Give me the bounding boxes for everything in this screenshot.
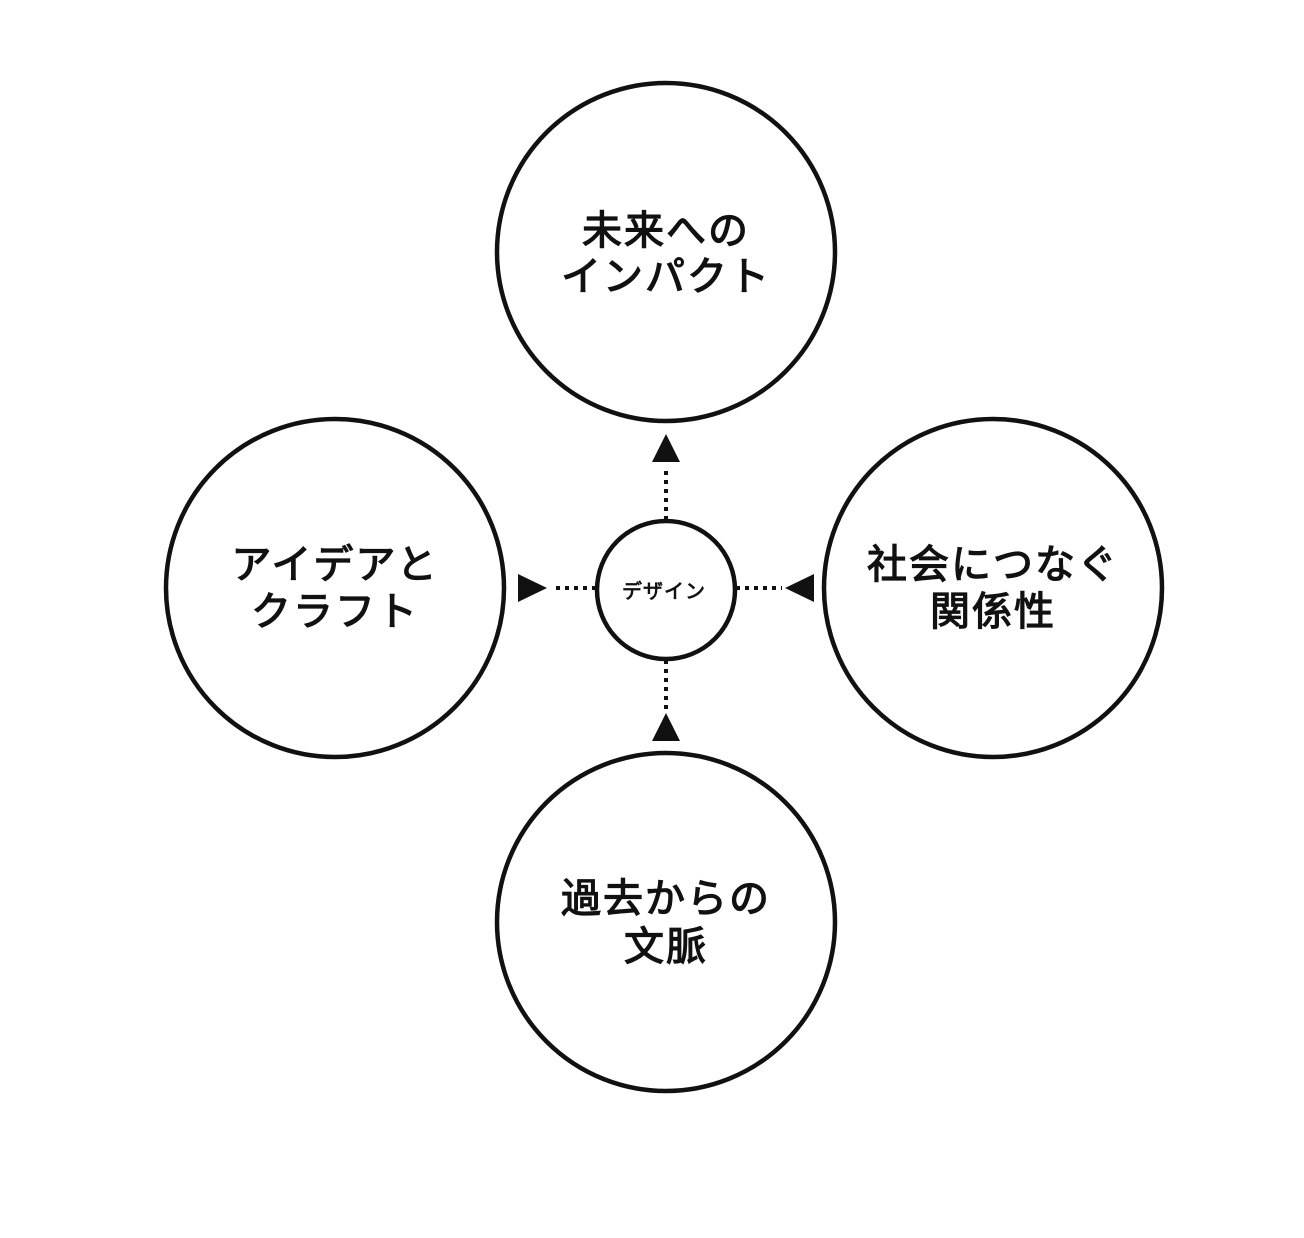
node-social-relations-line2: 関係性 (930, 589, 1056, 635)
node-future-impact-circle (494, 80, 838, 424)
node-past-context-circle (494, 750, 838, 1094)
node-idea-craft-circle (163, 416, 507, 760)
center-node-circle (594, 518, 738, 662)
node-past-context-line1: 過去からの (561, 876, 771, 922)
arrowhead-right (785, 574, 814, 602)
node-future-impact-line1: 未来への (582, 208, 750, 254)
node-future-impact-line2: インパクト (561, 254, 771, 300)
node-idea-craft-line2: クラフト (251, 589, 419, 635)
node-future-impact: 未来への インパクト (494, 80, 838, 424)
node-past-context: 過去からの 文脈 (494, 750, 838, 1094)
center-node-label: デザイン (622, 579, 706, 603)
node-social-relations-circle (821, 416, 1165, 760)
node-social-relations-line1: 社会につなぐ (867, 542, 1119, 588)
center-node-design: デザイン (594, 518, 738, 662)
arrowhead-left (518, 574, 547, 602)
arrowhead-top (652, 434, 680, 462)
node-idea-craft: アイデアと クラフト (163, 416, 507, 760)
arrowhead-bottom (652, 713, 680, 741)
node-past-context-line2: 文脈 (624, 924, 708, 970)
node-social-relations: 社会につなぐ 関係性 (821, 416, 1165, 760)
node-idea-craft-line1: アイデアと (231, 542, 438, 588)
